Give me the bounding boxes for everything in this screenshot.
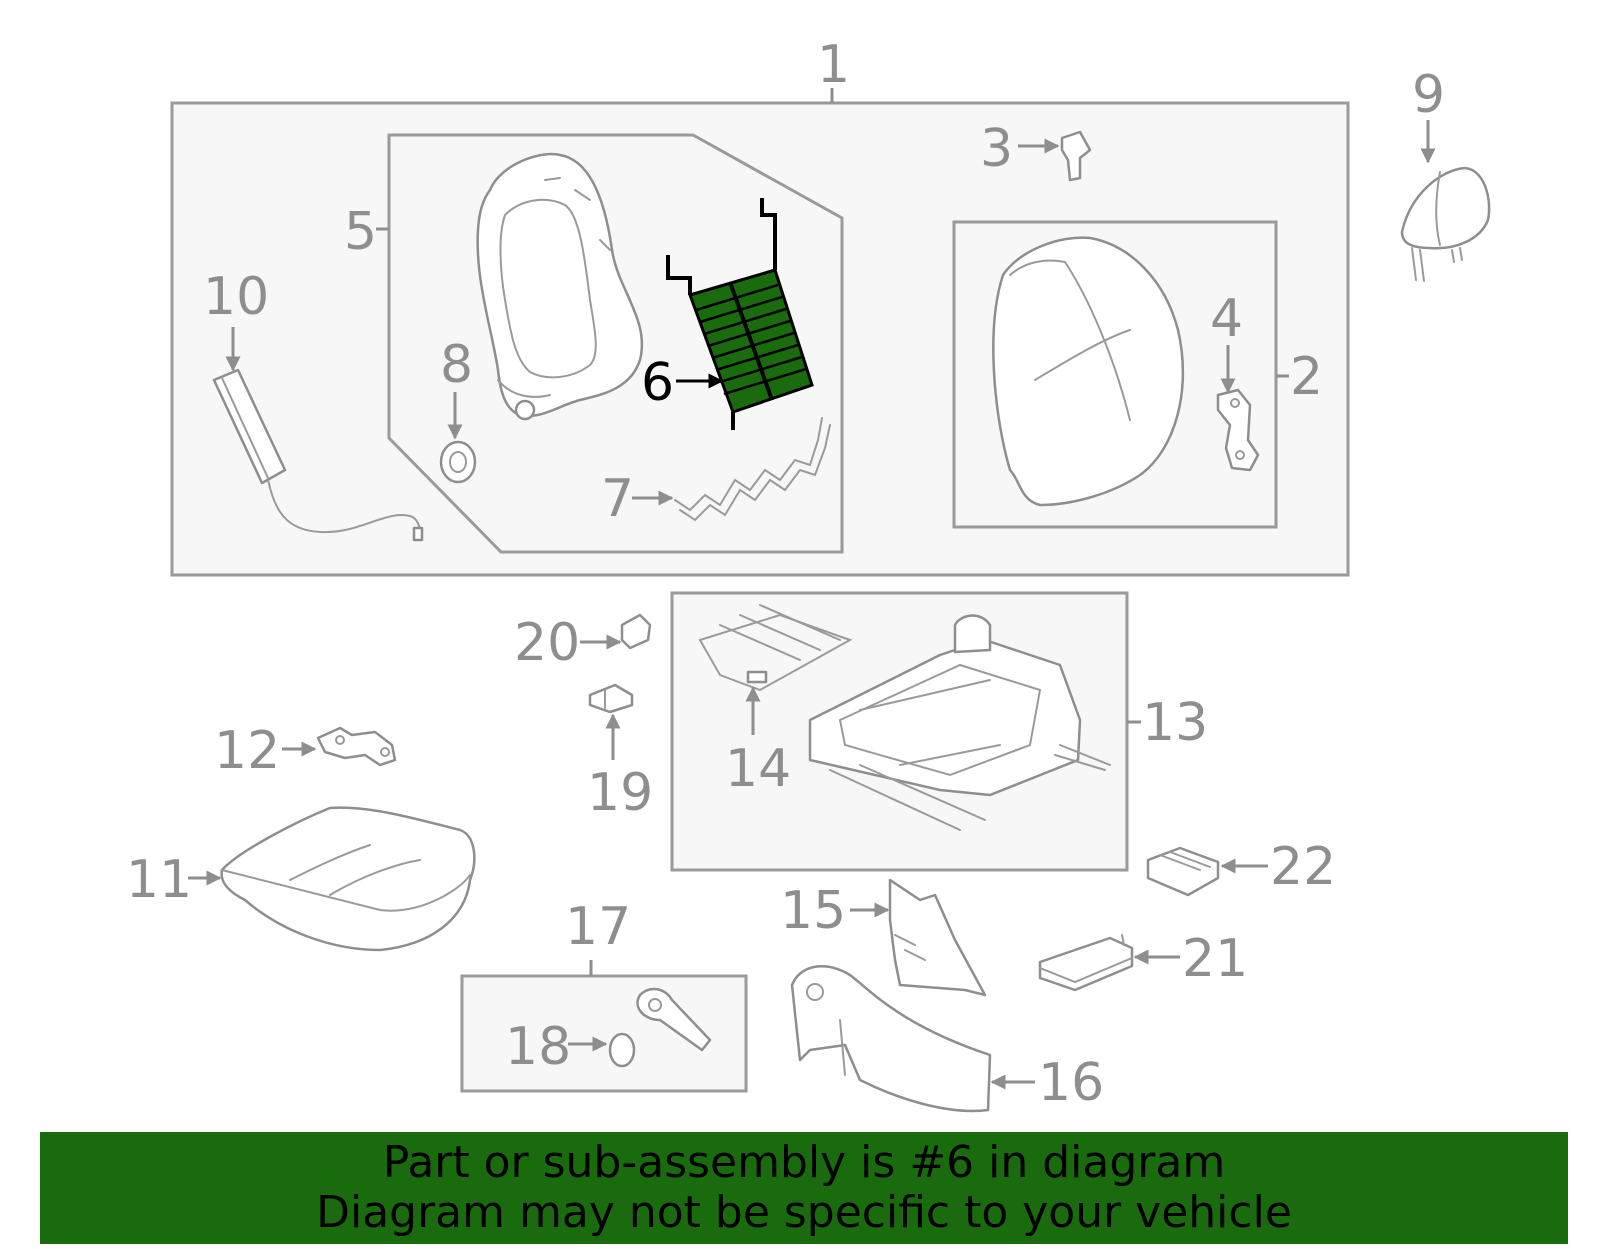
- bracket-part: [1216, 388, 1260, 472]
- callout-8: 8: [440, 335, 473, 395]
- handle-box: [460, 960, 748, 1093]
- callout-22: 22: [1270, 837, 1336, 897]
- callout-12: 12: [214, 721, 280, 781]
- callout-18: 18: [505, 1017, 571, 1077]
- cushion-frame-part: [808, 614, 1111, 831]
- clip-part: [1060, 130, 1092, 182]
- callout-19: 19: [587, 763, 653, 823]
- module-22-part: [1146, 846, 1220, 897]
- leader-lines: [188, 120, 1436, 1090]
- callout-5: 5: [344, 202, 377, 262]
- callout-21: 21: [1182, 929, 1248, 989]
- callout-15: 15: [780, 881, 846, 941]
- handle-part: [636, 987, 712, 1052]
- outer-shield-part: [790, 965, 992, 1113]
- callout-16: 16: [1038, 1053, 1104, 1113]
- callout-14: 14: [725, 739, 791, 799]
- headrest-part: [1400, 166, 1491, 282]
- callout-20: 20: [514, 613, 580, 673]
- callout-13: 13: [1142, 693, 1208, 753]
- callout-11: 11: [126, 850, 192, 910]
- side-airbag-part: [212, 368, 424, 542]
- callout-labels: 1 9 3 5 10 4 2 8 6 7 20 12 13 14 19 22 1…: [126, 35, 1445, 1113]
- callout-17: 17: [565, 897, 631, 957]
- ring-18-part: [608, 1032, 636, 1068]
- grommet-part: [439, 440, 477, 484]
- callout-7: 7: [601, 469, 634, 529]
- clip-20-part: [620, 613, 652, 650]
- clip-19-part: [588, 683, 634, 714]
- banner-line-2: Diagram may not be specific to your vehi…: [316, 1187, 1292, 1238]
- seat-cushion-part: [220, 806, 476, 952]
- cushion-bracket-part: [316, 726, 397, 767]
- seat-back-cover-part: [992, 236, 1185, 507]
- side-shield-part: [888, 878, 987, 997]
- banner-line-1: Part or sub-assembly is #6 in diagram: [382, 1137, 1226, 1188]
- module-21-part: [1038, 934, 1134, 992]
- info-banner: Part or sub-assembly is #6 in diagram Di…: [40, 1132, 1568, 1244]
- callout-10: 10: [203, 267, 269, 327]
- callout-9: 9: [1412, 65, 1445, 125]
- callout-1: 1: [817, 35, 850, 95]
- callout-6: 6: [641, 353, 674, 413]
- callout-3: 3: [980, 119, 1013, 179]
- spring-wire-part: [674, 417, 831, 522]
- seat-rail-part: [698, 604, 853, 692]
- seat-back-frame-part: [476, 152, 644, 421]
- callout-4: 4: [1210, 289, 1243, 349]
- callout-2: 2: [1290, 347, 1323, 407]
